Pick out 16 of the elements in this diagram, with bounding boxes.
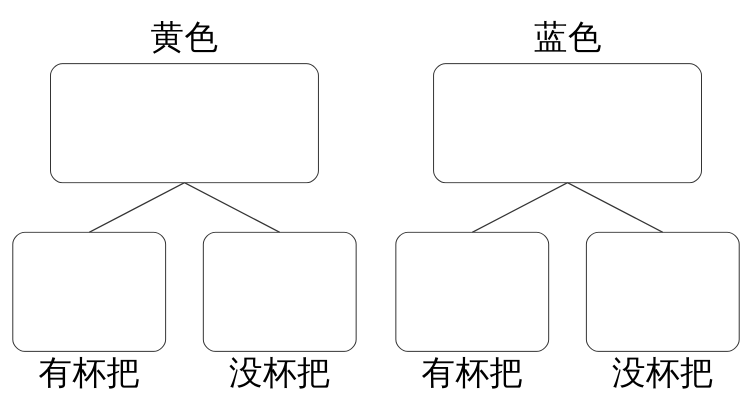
node-label: 有杯把	[38, 352, 141, 392]
node-box	[586, 231, 740, 352]
node-label: 没杯把	[229, 352, 332, 392]
connector	[88, 182, 185, 232]
node-box	[395, 231, 550, 352]
connector	[472, 182, 568, 232]
node-box	[433, 62, 702, 183]
node-box	[12, 231, 166, 352]
connector	[184, 182, 280, 232]
node-box	[50, 62, 319, 183]
node-label: 黄色	[150, 16, 219, 56]
node-label: 有杯把	[422, 352, 524, 392]
connector	[567, 182, 664, 232]
node-label: 没杯把	[612, 352, 714, 392]
node-box	[202, 231, 357, 352]
node-label: 蓝色	[534, 16, 602, 56]
